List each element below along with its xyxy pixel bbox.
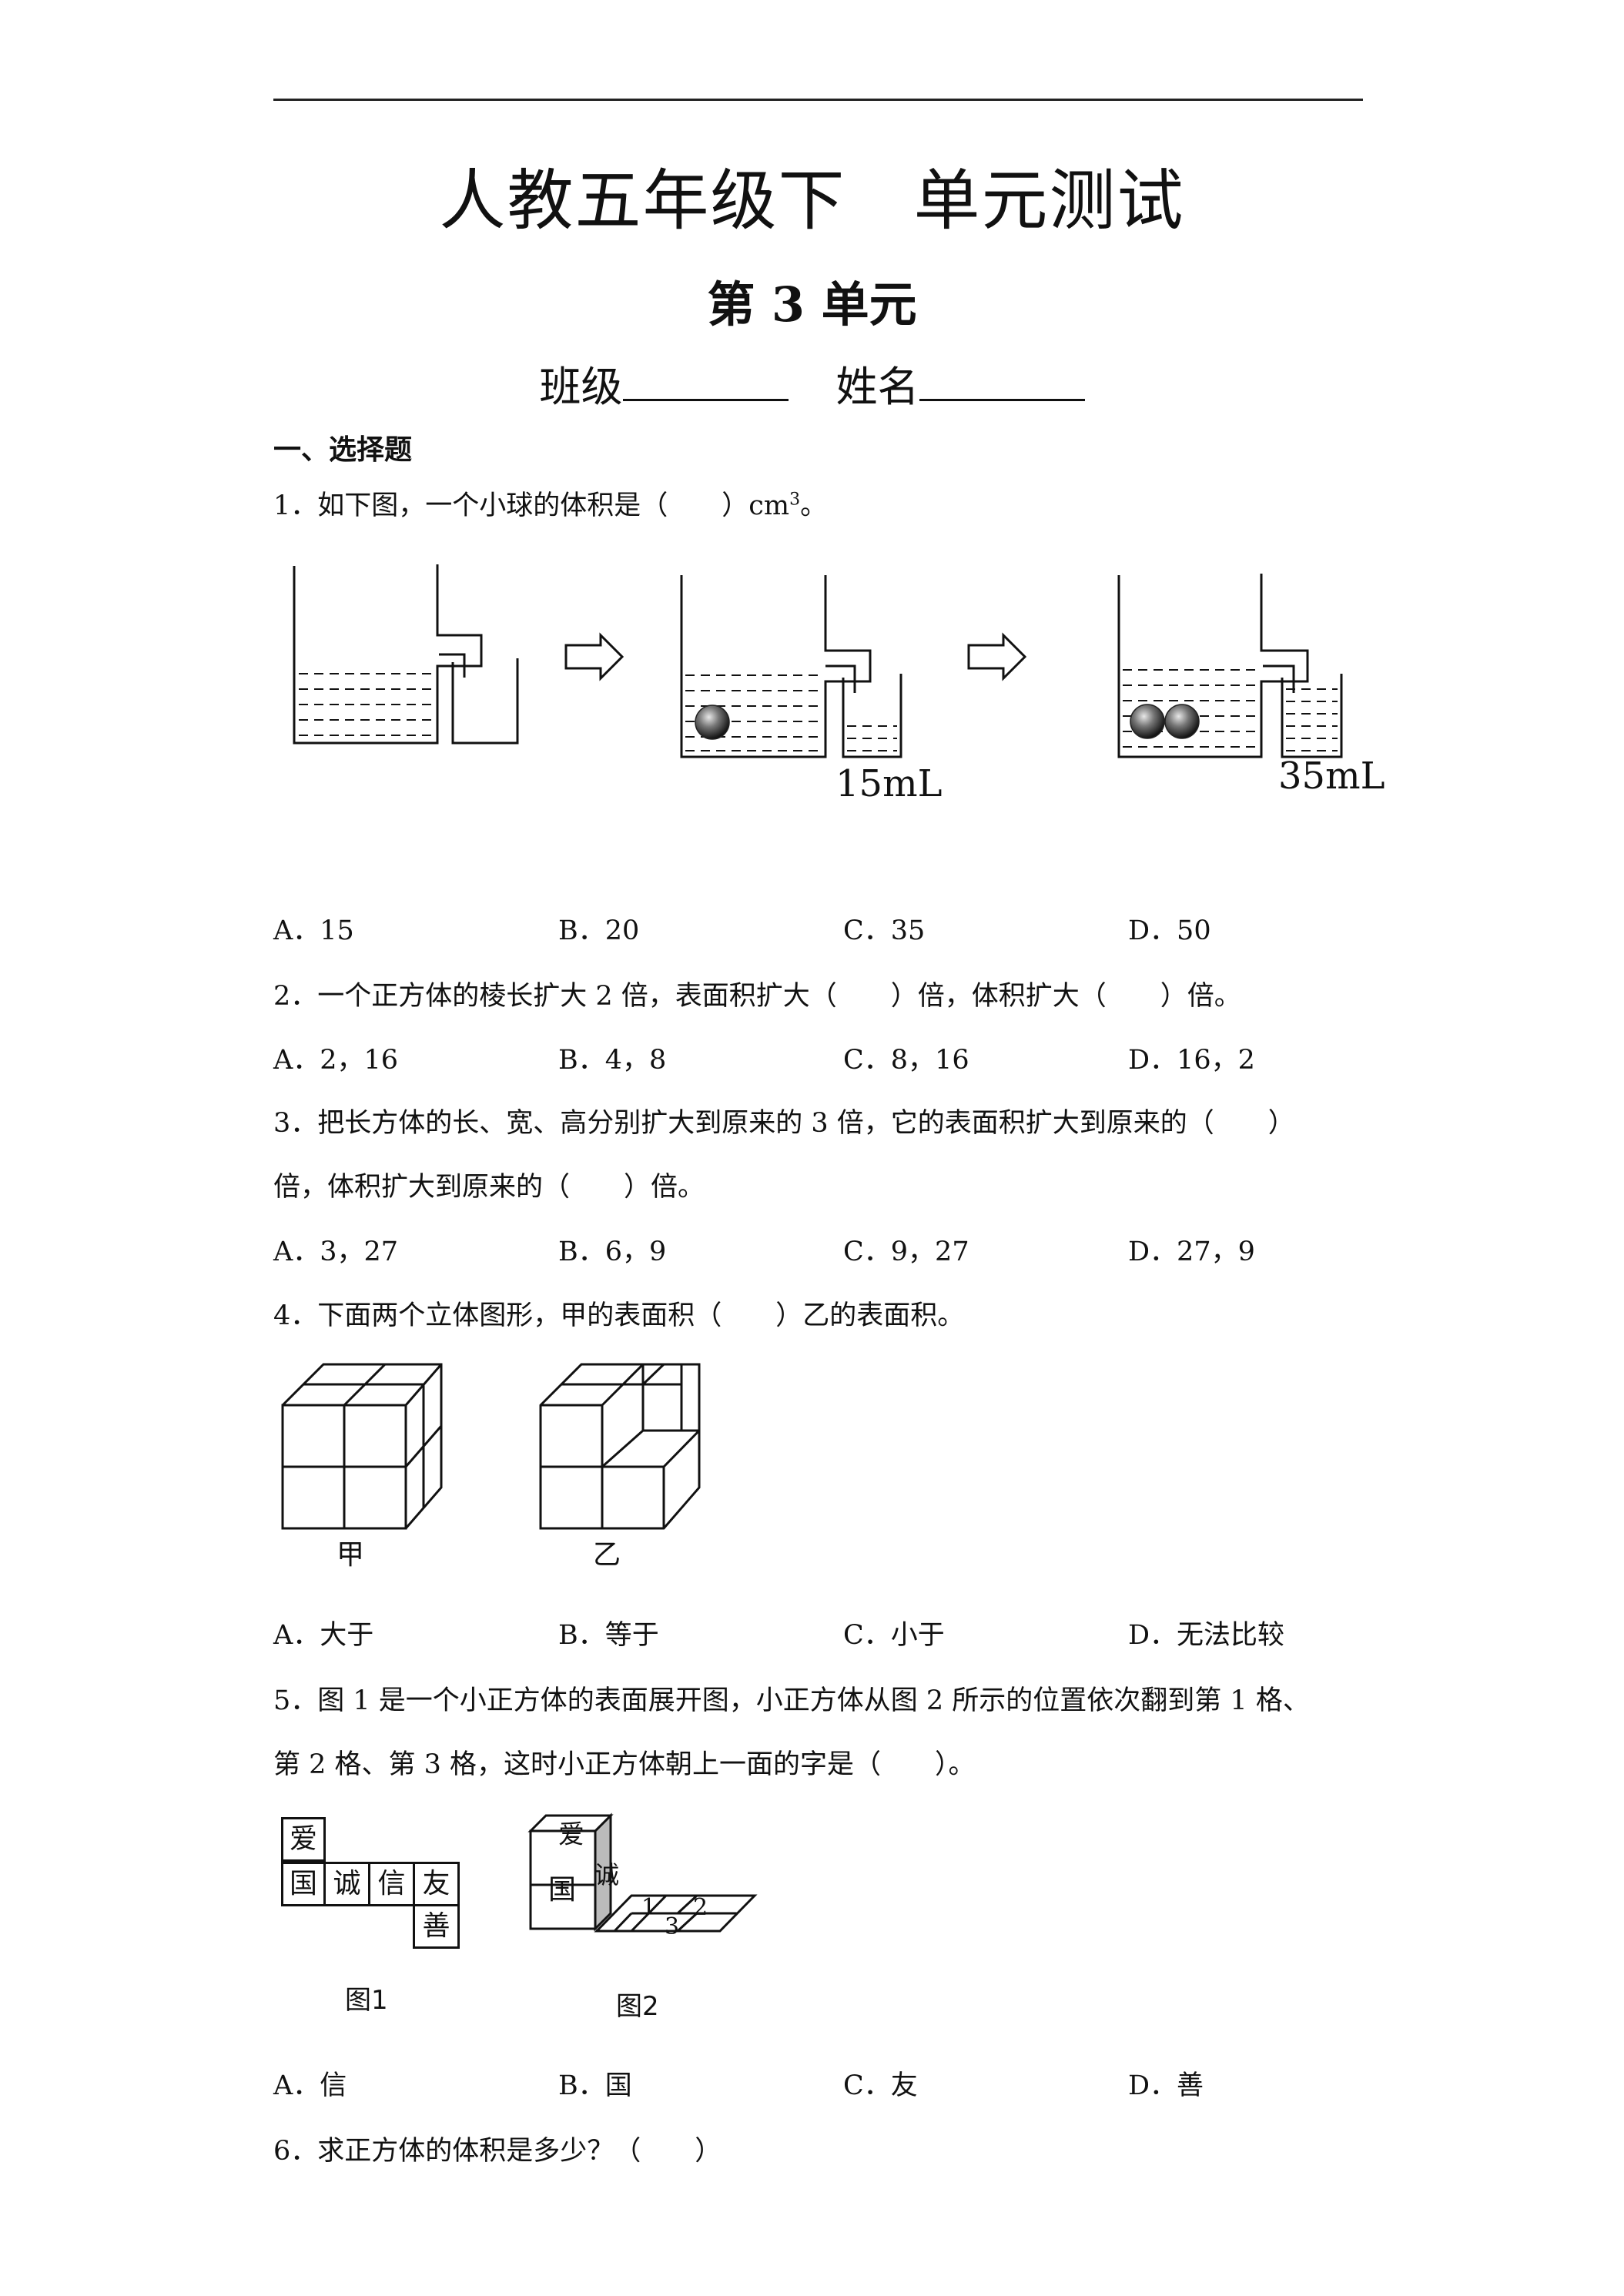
question-4-stem: 4．下面两个立体图形，甲的表面积（ ）乙的表面积。 bbox=[273, 1300, 965, 1331]
q4-option-a[interactable]: A．大于 bbox=[273, 1620, 374, 1651]
unit-subtitle: 第 3 单元 bbox=[707, 276, 917, 333]
ball-2b bbox=[1164, 704, 1200, 739]
class-label: 班级 bbox=[539, 363, 623, 411]
q1-option-c[interactable]: C．35 bbox=[843, 915, 926, 946]
q5-option-a[interactable]: A．信 bbox=[273, 2070, 347, 2101]
question-4-figure-yi bbox=[539, 1363, 701, 1530]
cube-side-cheng: 诚 bbox=[594, 1860, 620, 1889]
label-yi: 乙 bbox=[593, 1539, 621, 1571]
net-cell-guo: 国 bbox=[281, 1862, 326, 1906]
q1-option-d[interactable]: D．50 bbox=[1128, 915, 1211, 946]
q1-option-a[interactable]: A．15 bbox=[273, 915, 354, 946]
label-jia: 甲 bbox=[337, 1539, 365, 1571]
q3-option-c[interactable]: C．9，27 bbox=[843, 1237, 969, 1267]
question-5-net-figure: 爱 国 诚 信 友 善 bbox=[281, 1817, 481, 1963]
q2-option-b[interactable]: B．4，8 bbox=[558, 1045, 667, 1076]
top-rule bbox=[273, 99, 1363, 101]
question-2-stem: 2．一个正方体的棱长扩大 2 倍，表面积扩大（ ）倍，体积扩大（ ）倍。 bbox=[273, 981, 1241, 1012]
q4-option-b[interactable]: B．等于 bbox=[558, 1620, 659, 1651]
question-5-cube-figure bbox=[527, 1812, 758, 1933]
page-title: 人教五年级下 单元测试 bbox=[439, 162, 1185, 239]
grid-number-3: 3 bbox=[665, 1913, 680, 1940]
q4-option-c[interactable]: C．小于 bbox=[843, 1620, 945, 1651]
label-figure-1: 图1 bbox=[345, 1985, 388, 2016]
q5-option-c[interactable]: C．友 bbox=[843, 2070, 918, 2101]
net-cell-xin: 信 bbox=[368, 1862, 415, 1906]
grid-number-1: 1 bbox=[641, 1894, 657, 1921]
cube-top-ai: 爱 bbox=[558, 1819, 584, 1850]
question-3-stem-line1: 3．把长方体的长、宽、高分别扩大到原来的 3 倍，它的表面积扩大到原来的（ ） bbox=[273, 1108, 1295, 1139]
question-1-stem: 1．如下图，一个小球的体积是（ ）cm3。 bbox=[273, 490, 828, 521]
net-cell-ai: 爱 bbox=[281, 1817, 326, 1862]
net-cell-cheng: 诚 bbox=[323, 1862, 370, 1906]
question-5-stem-line2: 第 2 格、第 3 格，这时小正方体朝上一面的字是（ ）。 bbox=[273, 1749, 976, 1780]
q4-option-d[interactable]: D．无法比较 bbox=[1128, 1620, 1285, 1651]
q5-option-b[interactable]: B．国 bbox=[558, 2070, 632, 2101]
student-info: 班级 姓名 bbox=[0, 353, 1624, 413]
q1-option-b[interactable]: B．20 bbox=[558, 915, 640, 946]
ball-1 bbox=[695, 705, 730, 740]
question-6-stem: 6．求正方体的体积是多少？（ ） bbox=[273, 2136, 722, 2167]
question-4-figure-jia bbox=[281, 1363, 443, 1530]
class-blank[interactable] bbox=[622, 362, 789, 401]
net-cell-shan: 善 bbox=[413, 1904, 460, 1949]
q3-option-a[interactable]: A．3，27 bbox=[273, 1237, 399, 1267]
q3-option-d[interactable]: D．27，9 bbox=[1128, 1237, 1255, 1267]
q5-option-d[interactable]: D．善 bbox=[1128, 2070, 1204, 2101]
question-5-stem-line1: 5．图 1 是一个小正方体的表面展开图，小正方体从图 2 所示的位置依次翻到第 … bbox=[273, 1685, 1310, 1716]
q2-option-c[interactable]: C．8，16 bbox=[843, 1045, 969, 1076]
grid-number-2: 2 bbox=[693, 1894, 708, 1921]
label-figure-2: 图2 bbox=[616, 1991, 659, 2022]
cube-front-guo: 国 bbox=[548, 1874, 577, 1906]
question-1-figure bbox=[293, 564, 1343, 758]
net-cell-you: 友 bbox=[413, 1862, 460, 1906]
ball-2a bbox=[1130, 704, 1165, 739]
question-1-sup: 3 bbox=[789, 490, 801, 510]
question-3-stem-line2: 倍，体积扩大到原来的（ ）倍。 bbox=[273, 1172, 705, 1203]
q2-option-d[interactable]: D．16，2 bbox=[1128, 1045, 1255, 1076]
q2-option-a[interactable]: A．2，16 bbox=[273, 1045, 399, 1076]
label-15ml: 15mL bbox=[835, 762, 943, 805]
name-label: 姓名 bbox=[835, 363, 919, 411]
label-35ml: 35mL bbox=[1278, 755, 1385, 798]
section-heading: 一、选择题 bbox=[273, 434, 413, 466]
q3-option-b[interactable]: B．6，9 bbox=[558, 1237, 667, 1267]
name-blank[interactable] bbox=[919, 362, 1085, 401]
